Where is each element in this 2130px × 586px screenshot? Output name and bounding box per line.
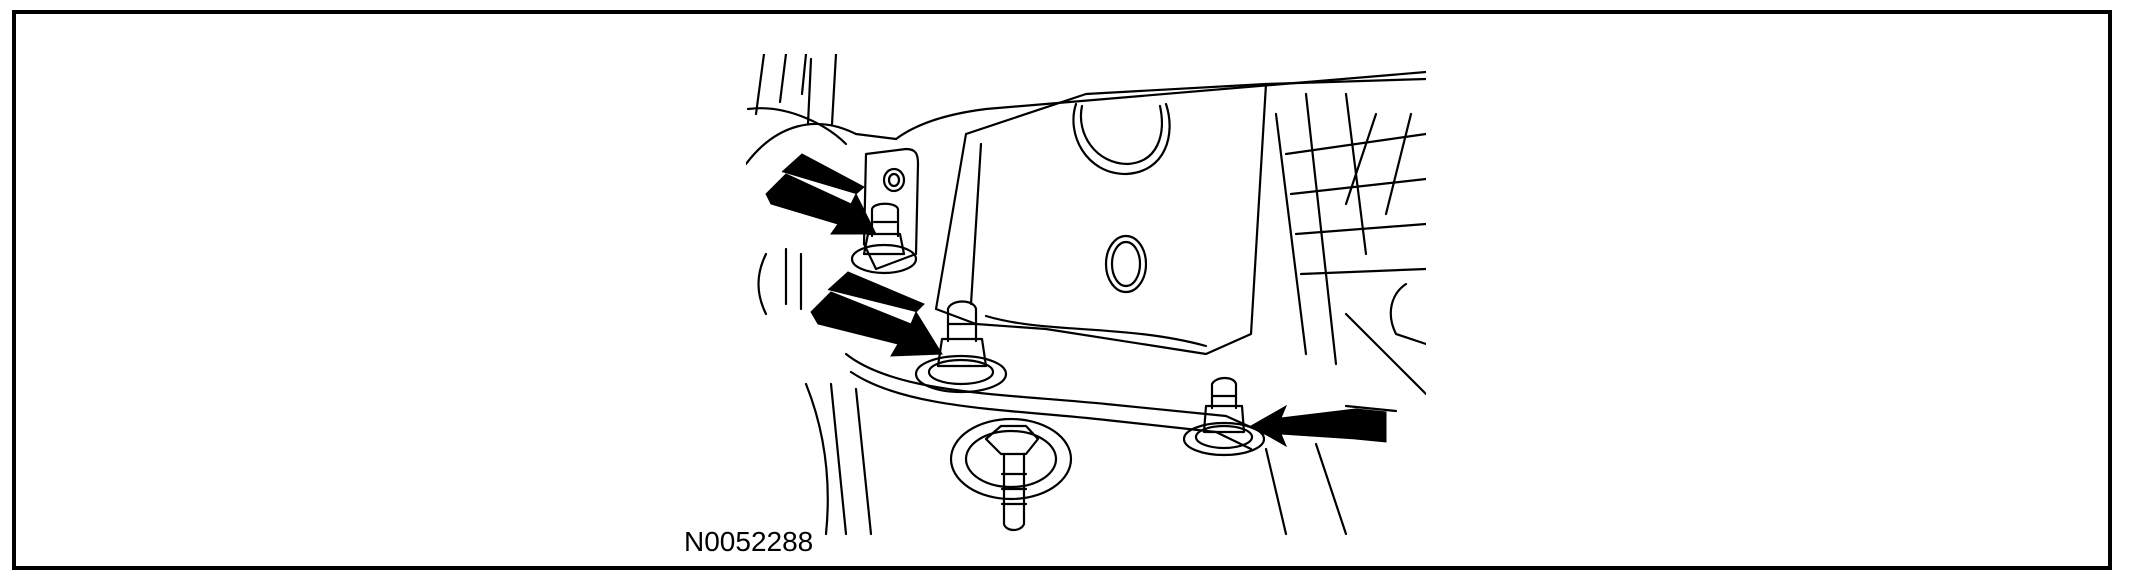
diagram-frame: N0052288: [12, 10, 2112, 570]
arrow-upper-left-nut: [765, 153, 877, 235]
mechanical-illustration: [746, 54, 1426, 554]
bracket-assembly-drawing: [746, 54, 1426, 536]
upper-left-nut: [850, 202, 918, 275]
left-bracket-plate: [862, 147, 920, 271]
lower-support-bar: [804, 352, 1398, 536]
right-nut: [1182, 376, 1266, 457]
upper-left-housing: [746, 54, 1426, 316]
lower-center-stud: [949, 417, 1073, 532]
middle-nut: [914, 300, 1008, 394]
center-mounting-plate: [934, 82, 1268, 356]
arrow-right-nut: [1249, 404, 1387, 448]
arrow-middle-nut: [810, 271, 943, 357]
figure-id-label: N0052288: [684, 526, 814, 557]
right-ribbed-structure: [1264, 77, 1426, 396]
